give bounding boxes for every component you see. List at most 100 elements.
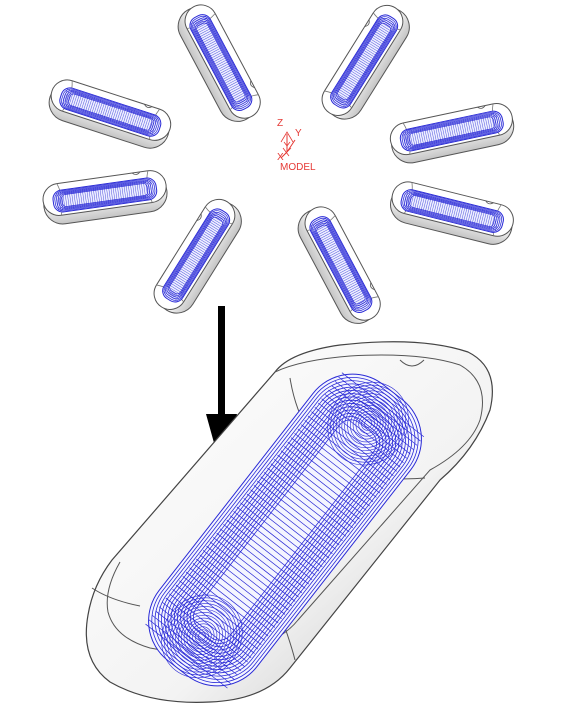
detail-pocket-pass [183,409,387,651]
small-part-5 [42,170,168,225]
detail-pocket-end-spiral [347,402,390,446]
detail-pocket-raster [260,476,343,542]
detail-part [85,341,493,703]
small-part-notch [131,171,141,175]
detail-pocket-pass [177,403,393,657]
small-part-notch [144,104,153,108]
small-part-3 [48,79,172,149]
triad-glyph [280,131,294,157]
detail-pocket-end-spiral [169,603,235,670]
triad-y-axis [286,139,296,153]
detail-pocket-raster [196,558,279,624]
detail-pocket-pass [170,396,400,664]
detail-pocket-pass [189,416,381,644]
arrow-shaft [218,306,225,416]
detail-pocket-raster [219,528,303,594]
detail-pocket-raster [162,602,245,667]
detail-part-notch [399,359,425,367]
detail-pocket-raster [233,511,316,576]
detail-pocket-raster [267,467,350,533]
detail-pocket-end-spiral [183,617,221,655]
detail-pocket-raster [290,437,374,503]
detail-pocket-raster [280,450,364,516]
detail-pocket-raster [317,402,401,468]
detail-pocket-end-spiral [344,399,392,449]
detail-pocket-end-spiral [341,396,395,451]
detail-pocket-raster [158,606,242,672]
detail-pocket-end-spiral [327,381,409,466]
detail-pocket-end-spiral [164,597,240,676]
detail-pocket-raster [304,420,387,485]
detail-pocket-raster [294,433,377,498]
detail-pocket-end-spiral [330,384,406,463]
small-part-notch [477,105,486,109]
detail-pocket-end-spiral [180,614,223,658]
detail-pocket-end-spiral [355,410,381,437]
small-part-4 [389,103,515,164]
detail-pocket-raster [175,584,259,650]
detail-pocket-raster [246,493,330,559]
detail-pocket-pass [167,393,403,667]
detail-pocket-raster [263,472,347,537]
detail-part-toolpath [145,372,425,689]
small-part-toolpath [189,14,253,111]
detail-pocket-raster [209,541,293,607]
detail-pocket-end-spiral [161,594,243,679]
small-part-1 [177,4,261,122]
small-part-notch [485,200,494,205]
small-part-notch [250,80,255,89]
detail-pocket-end-spiral [364,419,373,428]
detail-pocket-raster [284,446,367,511]
small-part-toolpath [52,177,158,213]
triad-y-label: Y [295,128,302,139]
detail-pocket-end-spiral [338,393,398,454]
detail-pocket-raster [202,550,286,615]
detail-pocket-end-spiral [197,632,206,641]
small-part-toolpath [400,189,504,233]
detail-pocket-raster [189,567,272,633]
detail-pocket-raster [250,489,333,555]
small-part-toolpath [309,216,373,313]
small-part-6 [390,181,514,245]
detail-pocket-end-spiral [333,387,404,460]
detail-pocket-raster [185,571,269,637]
detail-pocket-raster [321,398,404,464]
detail-pocket-raster [341,372,425,437]
detail-pocket-raster [169,593,252,659]
detail-pocket-pass [161,386,409,674]
detail-pocket-end-spiral [172,606,232,667]
detail-pocket-end-spiral [166,600,237,673]
detail-pocket-raster [257,480,340,546]
detail-part-seam-bottom-left [91,587,141,607]
detail-pocket-raster [324,394,408,459]
coordinate-triad-icon: Z Y X MODEL [277,118,316,173]
small-part-7 [153,198,242,314]
small-part-notch [196,213,202,221]
detail-pocket-raster [297,428,381,494]
detail-pocket-raster [236,506,320,572]
small-part-8 [297,206,381,324]
detail-pocket-end-spiral [361,416,375,431]
detail-pocket-pass [180,406,390,654]
detail-pocket-raster [334,381,418,446]
detail-pocket-pass [193,419,377,641]
part-ring [42,4,515,324]
detail-pocket-end-spiral [178,611,226,661]
detail-pocket-end-spiral [335,390,401,457]
triad-x-label: X [277,152,284,163]
detail-pocket-raster [273,459,357,524]
small-part-notch [370,282,375,291]
detail-pocket-raster [270,463,353,529]
triad-model-label: MODEL [280,162,316,173]
detail-pocket-raster [240,502,323,568]
small-part-toolpath [162,208,231,303]
detail-pocket-raster [179,580,262,646]
detail-pocket-end-spiral [192,626,212,647]
detail-pocket-raster [243,498,326,563]
detail-part-rim [106,354,483,654]
detail-pocket-raster [223,524,306,589]
detail-pocket-end-spiral [189,623,215,650]
detail-pocket-raster [331,385,414,450]
detail-pocket-raster [199,554,282,620]
